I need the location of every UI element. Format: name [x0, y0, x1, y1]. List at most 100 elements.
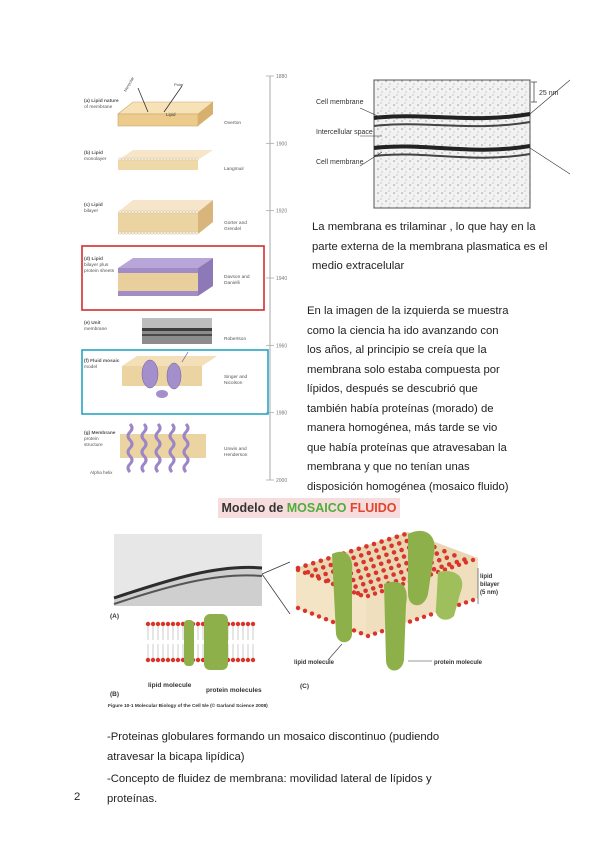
stage-label-text: bilayer	[84, 208, 99, 214]
stage-scientist: Danielli	[224, 280, 240, 286]
stage-scientist: Overton	[224, 120, 241, 126]
highlight-box-d	[81, 245, 265, 311]
micrograph-figure: 25 nm Cell membrane Intercellular space …	[312, 78, 572, 210]
micrograph-image	[373, 79, 531, 209]
stage-d-protein-sheets	[118, 258, 213, 296]
stage-label-text: (g) Membrane	[84, 430, 116, 436]
trilaminar-line-3: medio extracelular	[312, 260, 405, 272]
scale-bar-label: 25 nm	[539, 90, 559, 97]
timeline-year: 1920	[276, 209, 287, 215]
stage-b-monolayer	[118, 150, 213, 170]
stage-e-micrograph	[142, 318, 212, 344]
panel-c-protein-1	[332, 551, 353, 643]
history-line-4: membrana solo estaba compuesta por	[307, 363, 500, 376]
stage-label-text: protein	[84, 436, 99, 442]
history-line-1: En la imagen de la izquierda se muestra	[307, 305, 509, 317]
panel-c-protein-3	[384, 581, 407, 671]
timeline-year: 1980	[276, 411, 287, 417]
banner-word-mosaico: MOSAICO	[286, 501, 347, 515]
stage-extra-label: Alpha helix	[90, 470, 113, 475]
stage-scientist: Langmuir	[224, 166, 244, 172]
stage-scientist: Nicolson	[224, 380, 243, 386]
micrograph-svg: 25 nm Cell membrane Intercellular space …	[316, 79, 571, 209]
history-line-9: membrana y que no tenían unas	[307, 461, 470, 473]
bullet-fluidity-line-1: -Concepto de fluidez de membrana: movili…	[107, 773, 432, 785]
bilayer-label-1: lipid	[480, 574, 493, 580]
stage-label-text: of membrane	[84, 104, 113, 110]
panel-c-lipid-label: lipid molecule	[294, 660, 335, 666]
panel-c-protein-2	[408, 530, 435, 606]
panel-b-label: (B)	[110, 691, 119, 698]
panel-c-label: (C)	[300, 683, 309, 690]
stage-scientist: Henderson	[224, 452, 248, 458]
banner-prefix: Modelo de	[221, 501, 287, 515]
history-line-6: también había proteínas (morado) de	[307, 402, 494, 415]
fluid-mosaic-figure: (A) (B) lipid molecule protein molecules…	[108, 524, 500, 710]
stage-scientist: Unwin and	[224, 446, 247, 452]
stage-label-text: (a) Lipid nature	[84, 98, 119, 104]
history-line-10: disposición homogénea (mosaico fluido)	[307, 480, 509, 493]
stage-scientist: Singer and	[224, 374, 248, 380]
label-cell-membrane-bottom: Cell membrane	[316, 159, 364, 166]
timeline-year: 1960	[276, 343, 287, 349]
bilayer-label-2: bilayer	[480, 582, 500, 588]
panel-b-bilayer	[145, 621, 256, 663]
stage-scientist: Gorter and	[224, 220, 247, 226]
timeline-year: 2000	[276, 478, 287, 484]
history-paragraph: En la imagen de la izquierda se muestra …	[307, 302, 577, 497]
stage-label-text: structure	[84, 442, 103, 448]
stage-a-lipid-block: Lipid Nonpolar Polar	[117, 75, 214, 127]
stage-scientist: Robertson	[224, 336, 246, 342]
trilaminar-line-2: parte externa de la membrana plasmatica …	[312, 240, 548, 253]
panel-b-protein-small	[184, 620, 194, 666]
page-number: 2	[74, 791, 81, 803]
timeline-year: 1900	[276, 141, 287, 147]
panel-c-membrane	[295, 530, 478, 671]
timeline-year: 1880	[276, 74, 287, 80]
panel-c-protein-label: protein molecule	[434, 660, 483, 666]
stage-label-text: (e) Unit	[84, 320, 101, 326]
history-line-5: lípidos, después se descubrió que	[307, 383, 478, 395]
bullet-proteins-line-1: -Proteinas globulares formando un mosaic…	[107, 731, 440, 743]
stage-scientist: Grendel	[224, 226, 241, 232]
stage-scientist: Davson and	[224, 274, 250, 280]
bilayer-label-3: (5 nm)	[480, 590, 498, 596]
timeline-year: 1940	[276, 276, 287, 282]
fluid-mosaic-banner: Modelo de MOSAICO FLUIDO	[218, 498, 400, 518]
bullet-fluidity-line-2: proteínas.	[107, 792, 158, 805]
membrane-history-figure: 1880 1900 1920 1940 1960 1980 2000 Lipid Nonpo…	[78, 72, 288, 484]
bullet-fluidity: -Concepto de fluidez de membrana: movili…	[107, 770, 527, 809]
panel-c-protein-4	[435, 570, 463, 620]
stage-a-arrow-nonpolar: Nonpolar	[123, 75, 136, 92]
stage-label-text: protein sheets	[84, 268, 115, 274]
trilaminar-paragraph: La membrana es trilaminar , lo que hay e…	[312, 218, 582, 277]
stage-label-text: bilayer plus	[84, 262, 109, 268]
stage-label-text: monolayer	[84, 156, 107, 162]
stage-g-protein-structure	[120, 422, 206, 474]
stage-f-fluid-mosaic	[122, 351, 217, 398]
stage-label-text: (c) Lipid	[84, 202, 103, 208]
history-line-8: que había proteínas que atravesaban la	[307, 441, 507, 454]
stage-c-bilayer	[118, 200, 213, 235]
trilaminar-line-1: La membrana es trilaminar , lo que hay e…	[312, 221, 536, 233]
membrane-history-svg: 1880 1900 1920 1940 1960 1980 2000 Lipid Nonpo…	[81, 74, 287, 484]
panel-b-protein-large	[204, 614, 228, 670]
label-intercellular-space: Intercellular space	[316, 129, 373, 136]
panel-b-protein-label: protein molecules	[206, 687, 262, 694]
stage-label-text: membrane	[84, 326, 107, 332]
stage-label-text: (f) Fluid mosaic	[84, 358, 120, 364]
banner-word-fluido: FLUIDO	[349, 501, 397, 515]
highlight-box-f	[81, 349, 269, 415]
stage-a-block-label: Lipid	[166, 112, 176, 117]
panel-b-lipid-label: lipid molecule	[148, 682, 192, 689]
history-line-7: manera homogénea, más tarde se vio	[307, 422, 498, 434]
stage-label-text: (b) Lipid	[84, 150, 103, 156]
stage-a-arrow-polar: Polar	[174, 82, 184, 87]
